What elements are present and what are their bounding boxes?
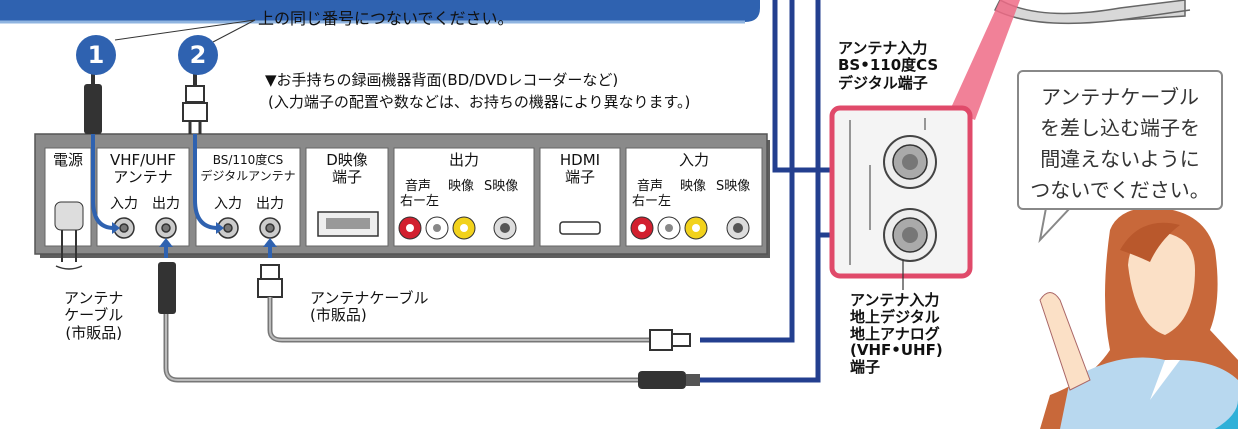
label-cable-left: アンテナ ケーブル (市販品)	[64, 289, 124, 342]
blue-line-b	[700, 0, 795, 343]
section-bs-cs: BS/110度CS デジタルアンテナ	[200, 153, 296, 184]
section-input: 入力	[678, 151, 709, 169]
cable-plug-1	[84, 84, 102, 134]
in-video: 映像	[680, 179, 707, 194]
section-power: 電源	[52, 151, 83, 169]
callout-line	[114, 19, 256, 43]
hdmi-port	[559, 221, 601, 235]
device-heading: ▼お手持ちの録画機器背面(BD/DVDレコーダーなど)	[265, 71, 619, 89]
section-d-video: D映像 端子	[326, 151, 368, 186]
in-audio: 音声	[637, 179, 664, 194]
out-svideo: S映像	[484, 179, 519, 194]
section-vhf-uhf: VHF/UHF アンテナ	[109, 151, 177, 186]
label-tv-bs-cs: アンテナ入力 BS•110度CS デジタル端子	[838, 39, 939, 92]
port-label-in-1: 入力	[110, 196, 138, 212]
label-tv-terrestrial: アンテナ入力 地上デジタル 地上アナログ (VHF•UHF) 端子	[850, 291, 943, 377]
in-svideo: S映像	[716, 179, 751, 194]
out-video: 映像	[448, 179, 475, 194]
cable-plug-middle	[260, 264, 280, 280]
port-label-out-1: 出力	[152, 196, 180, 212]
zoom-connector	[950, 0, 1020, 120]
port-label-in-2: 入力	[214, 196, 242, 212]
callout-number-2: 2	[178, 35, 218, 75]
power-socket	[54, 201, 84, 231]
tv-stand	[993, 0, 1186, 25]
label-cable-middle: アンテナケーブル (市販品)	[310, 289, 429, 325]
header-band	[0, 0, 760, 22]
cable-plug-left	[158, 262, 176, 314]
out-audio: 音声	[405, 179, 432, 194]
section-output: 出力	[448, 151, 479, 169]
device-note: (入力端子の配置や数などは、お持ちの機器により異なります。)	[268, 93, 691, 111]
section-hdmi: HDMI 端子	[559, 151, 601, 186]
in-right-left: 右ー左	[632, 194, 672, 209]
speech-bubble-text: アンテナケーブル を差し込む端子を 間違えないように つないでください。	[1030, 85, 1210, 202]
blue-line-c	[700, 0, 821, 383]
callout-text: 上の同じ番号につないでください。	[258, 9, 514, 28]
callout-number-1: 1	[76, 35, 116, 75]
port-label-out-2: 出力	[256, 196, 284, 212]
speech-bubble: アンテナケーブル を差し込む端子を 間違えないように つないでください。	[1017, 70, 1223, 210]
corner-arc	[1215, 400, 1238, 429]
cable-plug-2	[185, 85, 205, 103]
woman-illustration	[1039, 207, 1238, 429]
out-right-left: 右ー左	[400, 194, 440, 209]
